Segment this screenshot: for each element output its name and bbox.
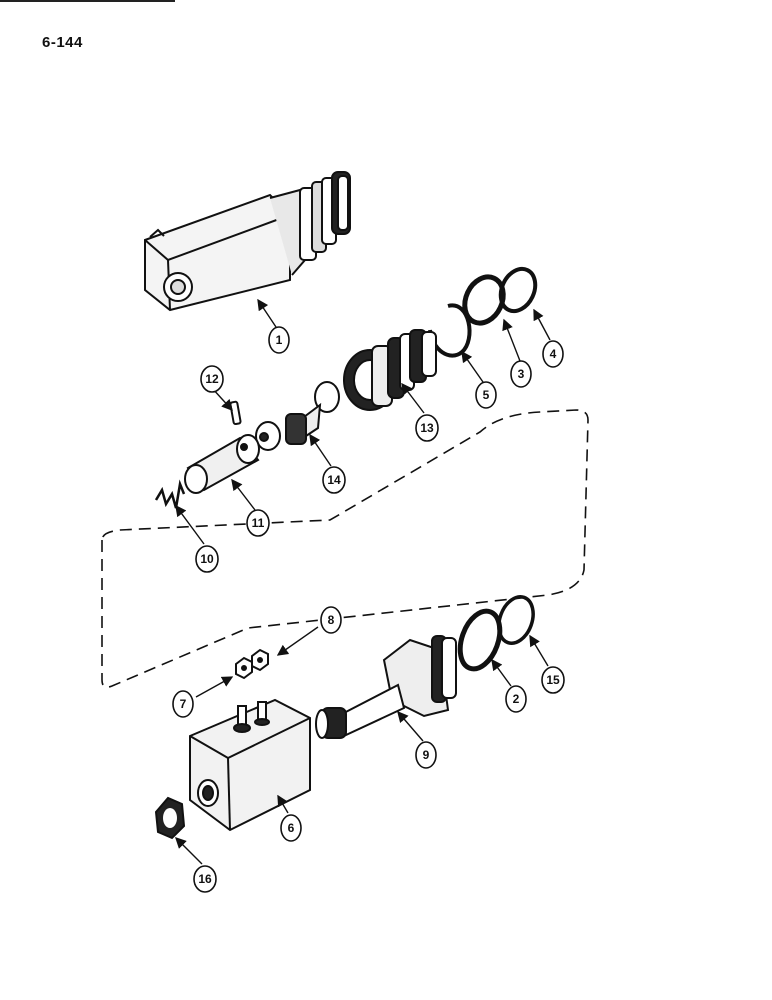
svg-text:14: 14 [327, 473, 341, 487]
callout-1: 1 [268, 326, 290, 354]
header-rule [0, 0, 175, 2]
svg-text:12: 12 [205, 372, 219, 386]
callout-5: 5 [475, 381, 497, 409]
part-9-valve-stem [315, 635, 457, 739]
svg-text:6: 6 [288, 821, 295, 835]
svg-text:5: 5 [483, 388, 490, 402]
svg-text:16: 16 [198, 872, 212, 886]
part-16-nut [154, 796, 186, 840]
callout-3: 3 [510, 360, 532, 388]
svg-text:1: 1 [276, 333, 283, 347]
svg-text:3: 3 [518, 367, 525, 381]
callout-12: 12 [200, 365, 224, 393]
svg-text:15: 15 [546, 673, 560, 687]
svg-text:4: 4 [550, 347, 557, 361]
part-6-coil [189, 698, 311, 832]
callout-10: 10 [195, 545, 219, 573]
part-13-spool-housing [343, 329, 437, 411]
svg-text:7: 7 [180, 697, 187, 711]
svg-text:8: 8 [328, 613, 335, 627]
svg-text:2: 2 [513, 692, 520, 706]
part-15-ring [497, 595, 535, 645]
callout-2: 2 [505, 685, 527, 713]
part-8-nut [251, 648, 269, 672]
callout-16: 16 [193, 865, 217, 893]
assembly-group-outline [101, 409, 589, 688]
callout-8: 8 [320, 606, 342, 634]
callout-6: 6 [280, 814, 302, 842]
callout-15: 15 [541, 666, 565, 694]
part-7-nut [235, 656, 253, 680]
part-4-ring [498, 266, 538, 314]
part-11-sleeve [184, 434, 260, 494]
svg-text:10: 10 [200, 552, 214, 566]
part-3-ring [462, 274, 506, 326]
svg-text:9: 9 [423, 748, 430, 762]
callout-7: 7 [172, 690, 194, 718]
callout-11: 11 [246, 509, 270, 537]
callout-9: 9 [415, 741, 437, 769]
svg-text:11: 11 [252, 516, 265, 530]
callout-14: 14 [322, 466, 346, 494]
part-14-spool [255, 381, 340, 451]
callout-13: 13 [415, 414, 439, 442]
part-10-spring [154, 479, 186, 509]
part-12-pin [229, 400, 242, 426]
svg-text:13: 13 [420, 421, 434, 435]
callout-4: 4 [542, 340, 564, 368]
page-number: 6-144 [42, 34, 83, 51]
part-2-ring [457, 608, 503, 672]
part-1-solenoid-cartridge [144, 171, 351, 312]
